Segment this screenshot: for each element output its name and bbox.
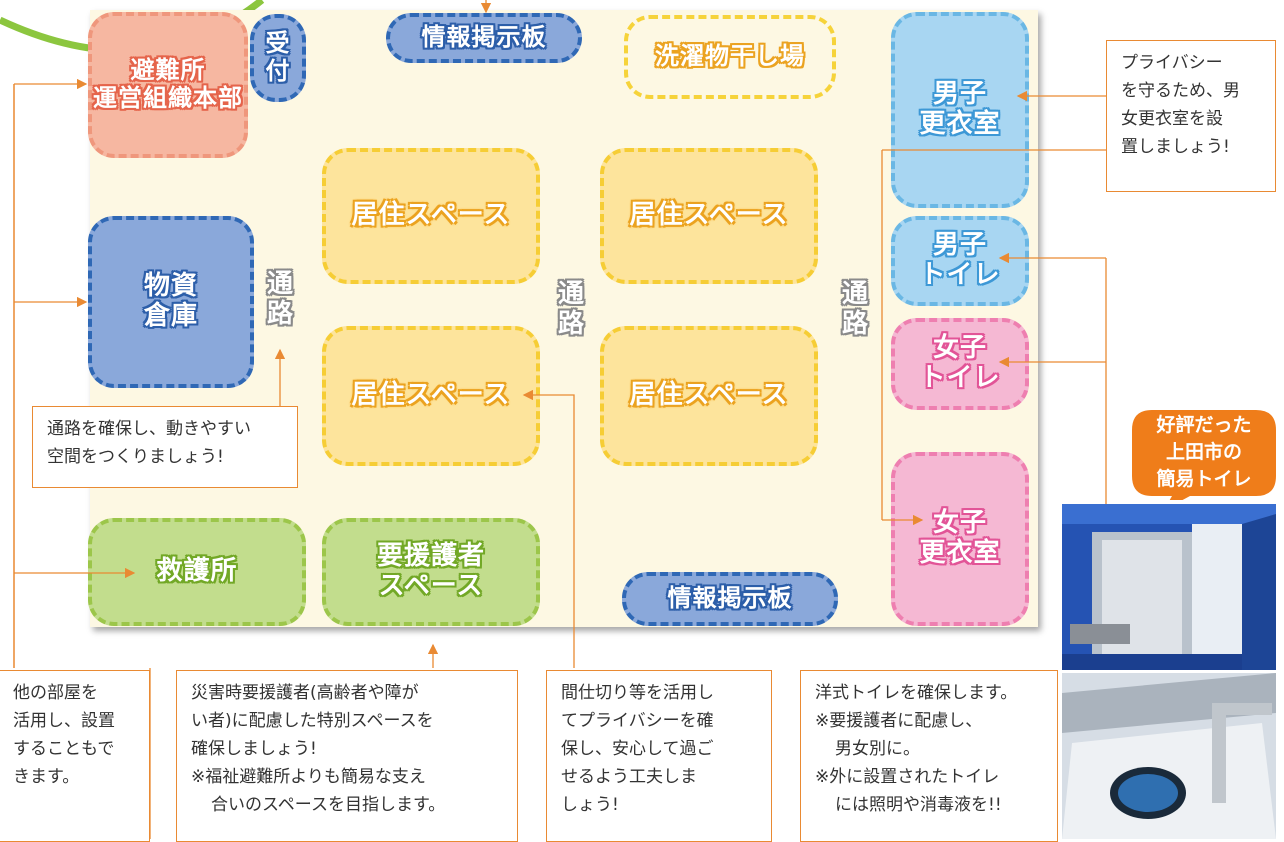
zone-supply-storage-label: 物資 倉庫 [143,271,198,331]
zone-special-needs-space-label: 要援護者 スペース [376,541,485,601]
zone-laundry-drying-label: 洗濯物干し場 [655,42,805,71]
passage-center-label: 通 路 [557,279,584,339]
zone-info-board-top: 情報掲示板 [386,13,582,63]
note-privacy: プライバシー を守るため、男 女更衣室を設 置しましょう! [1106,40,1276,192]
zone-evacuation-hq-label: 避難所 運営組織本部 [93,56,243,112]
note-toilet: 洋式トイレを確保します。 ※要援護者に配慮し、 男女別に。 ※外に設置されたトイ… [800,670,1058,842]
note-other-room-text: 他の部屋を 活用し、設置 することもで きます。 [13,683,115,787]
note-special-needs: 災害時要援護者(高齢者や障が い者)に配慮した特別スペースを 確保しましょう! … [176,670,518,842]
zone-supply-storage: 物資 倉庫 [88,216,254,388]
note-partition-text: 間仕切り等を活用し てプライバシーを確 保し、安心して過ご せるよう工夫しま し… [561,683,714,815]
portable-toilet-tent-photo [1062,504,1276,670]
note-special-needs-subnote: ※福祉避難所よりも簡易な支え 合いのスペースを目指します。 [191,767,446,815]
zone-special-needs-space: 要援護者 スペース [322,518,540,626]
zone-living-space-3: 居住スペース [322,326,540,466]
zone-living-space-1: 居住スペース [322,148,540,284]
zone-reception: 受 付 [250,14,306,102]
note-special-needs-text: 災害時要援護者(高齢者や障が い者)に配慮した特別スペースを 確保しましょう! [191,683,434,759]
zone-male-toilet-label: 男子 トイレ [919,230,1001,290]
note-privacy-text: プライバシー を守るため、男 女更衣室を設 置しましょう! [1121,53,1240,157]
zone-living-space-1-label: 居住スペース [351,200,511,231]
note-toilet-subnote-1: ※要援護者に配慮し、 男女別に。 [815,711,983,759]
western-toilet-photo [1062,673,1276,839]
zone-laundry-drying: 洗濯物干し場 [624,15,836,99]
note-passage: 通路を確保し、動きやすい 空間をつくりましょう! [32,406,298,488]
zone-info-board-bottom-label: 情報掲示板 [667,584,793,613]
zone-female-toilet-label: 女子 トイレ [919,333,1001,393]
zone-first-aid-label: 救護所 [156,556,238,587]
zone-female-changing-room: 女子 更衣室 [891,452,1029,626]
zone-info-board-bottom: 情報掲示板 [622,572,838,626]
zone-male-changing-room: 男子 更衣室 [891,12,1029,208]
note-toilet-text: 洋式トイレを確保します。 [815,683,1018,703]
note-toilet-subnote-2: ※外に設置されたトイレ には照明や消毒液を!! [815,767,1002,815]
note-passage-text: 通路を確保し、動きやすい 空間をつくりましょう! [47,419,251,467]
zone-reception-label: 受 付 [265,29,291,85]
zone-living-space-4: 居住スペース [600,326,818,466]
passage-left-label: 通 路 [266,269,293,329]
zone-male-changing-room-label: 男子 更衣室 [919,79,1001,139]
zone-living-space-2-label: 居住スペース [629,200,789,231]
zone-evacuation-hq: 避難所 運営組織本部 [88,12,248,158]
zone-female-changing-room-label: 女子 更衣室 [919,508,1001,568]
zone-info-board-top-label: 情報掲示板 [421,23,547,52]
note-other-room: 他の部屋を 活用し、設置 することもで きます。 [0,670,150,842]
zone-first-aid: 救護所 [88,518,306,626]
zone-living-space-2: 居住スペース [600,148,818,284]
zone-living-space-4-label: 居住スペース [629,380,789,411]
passage-right-label: 通 路 [841,279,868,339]
zone-living-space-3-label: 居住スペース [351,380,511,411]
speech-bubble [1132,410,1276,500]
speech-bubble-text: 好評だった 上田市の 簡易トイレ [1156,414,1252,490]
note-partition: 間仕切り等を活用し てプライバシーを確 保し、安心して過ご せるよう工夫しま し… [546,670,772,842]
